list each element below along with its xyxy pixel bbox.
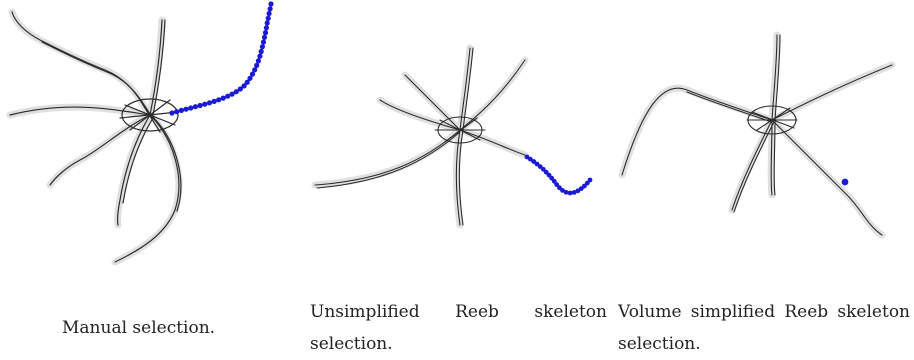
selection-node	[268, 1, 274, 7]
selection-nodes-unsimplified	[524, 154, 593, 196]
selection-node	[540, 166, 546, 172]
selection-node	[266, 10, 272, 17]
selection-node	[563, 189, 569, 195]
selection-node	[211, 98, 217, 104]
skeleton-halo	[311, 44, 529, 229]
neuron-skeleton-volume	[618, 31, 896, 239]
neuron-skeleton-unsimplified	[311, 44, 593, 229]
selection-node	[241, 83, 247, 89]
selection-node	[263, 25, 269, 31]
selection-node	[233, 89, 239, 95]
selection-node	[174, 109, 180, 115]
selection-node	[560, 188, 565, 193]
selection-node	[255, 58, 261, 64]
selection-node	[261, 34, 268, 40]
figure-panel-manual	[0, 0, 300, 270]
selection-node	[575, 188, 581, 194]
selection-node	[237, 86, 243, 92]
selection-node	[258, 48, 264, 55]
neuron-skeleton-manual	[6, 1, 274, 266]
selection-node	[551, 178, 557, 184]
skeleton-halo	[618, 31, 896, 239]
selection-node	[571, 190, 577, 195]
skeleton-lines	[621, 34, 893, 236]
selection-node	[178, 107, 184, 113]
selection-node	[259, 44, 265, 50]
selection-nodes-manual	[169, 1, 274, 116]
skeleton-halo	[6, 8, 183, 266]
figure-panel-unsimplified	[305, 0, 610, 270]
selection-node	[554, 182, 560, 188]
selection-node	[252, 67, 258, 73]
selection-node	[265, 15, 271, 21]
skeleton-lines	[9, 11, 182, 263]
selection-node	[188, 105, 194, 111]
selection-node	[169, 110, 175, 116]
selection-node	[587, 177, 593, 183]
selection-node	[192, 104, 198, 110]
selection-node	[247, 75, 253, 81]
selection-node	[267, 6, 273, 12]
selection-node	[225, 93, 231, 99]
selection-node	[249, 71, 256, 77]
selection-node	[244, 79, 250, 85]
selection-node	[582, 183, 587, 189]
selection-node	[264, 20, 270, 26]
selection-node	[229, 91, 235, 97]
selection-node	[183, 106, 189, 112]
selection-node	[557, 185, 562, 191]
caption-unsimplified-reeb: Unsimplified Reeb skeleton selection.	[310, 302, 607, 354]
selection-node	[584, 180, 590, 186]
selection-node	[206, 100, 213, 106]
selection-node	[537, 164, 543, 170]
selection-node	[528, 156, 533, 162]
skeleton-lines	[314, 47, 526, 226]
selection-node	[262, 29, 269, 36]
selection-node	[197, 102, 203, 109]
selection-node	[524, 154, 530, 160]
selection-node	[567, 190, 573, 196]
caption-manual-selection: Manual selection.	[62, 318, 216, 338]
selection-node	[260, 39, 267, 45]
figure-panel-volume	[612, 0, 914, 270]
caption-volume-simplified-reeb: Volume simplified Reeb skeleton selectio…	[618, 302, 910, 354]
selection-node	[257, 53, 263, 59]
selection-node	[216, 97, 222, 103]
selection-node	[220, 95, 226, 101]
selection-node	[546, 172, 552, 178]
selection-node	[534, 161, 540, 167]
selection-node	[202, 101, 208, 107]
selection-nodes-volume	[841, 178, 849, 186]
selection-node	[254, 62, 260, 68]
